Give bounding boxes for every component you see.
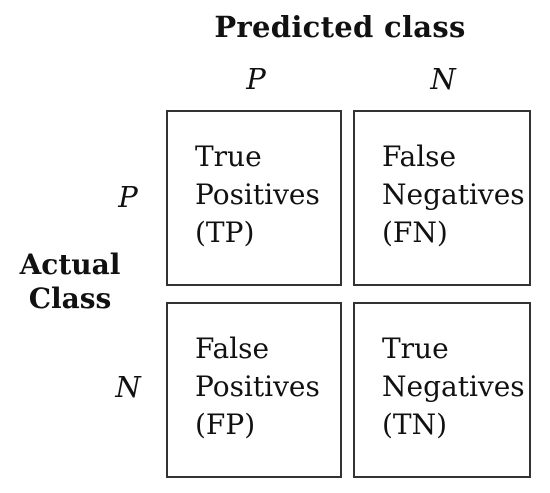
predicted-class-title: Predicted class: [214, 10, 466, 44]
actual-label-p: P: [118, 180, 138, 214]
cell-line2: Negatives: [382, 178, 525, 211]
cell-line1: False: [195, 332, 270, 365]
predicted-label-p: P: [246, 62, 266, 96]
cell-abbr: (FP): [195, 408, 256, 441]
actual-label-line2: Class: [28, 282, 112, 315]
cell-text-fp: False Positives (FP): [195, 330, 320, 444]
cell-line1: False: [382, 140, 457, 173]
cell-line2: Negatives: [382, 370, 525, 403]
cell-line1: True: [382, 332, 449, 365]
actual-label-n: N: [115, 370, 141, 404]
cell-abbr: (TN): [382, 408, 448, 441]
cell-false-negatives: False Negatives (FN): [353, 110, 531, 286]
cell-text-tp: True Positives (TP): [195, 138, 320, 252]
cell-true-positives: True Positives (TP): [166, 110, 342, 286]
cell-abbr: (TP): [195, 216, 255, 249]
cell-text-fn: False Negatives (FN): [382, 138, 525, 252]
predicted-label-n: N: [430, 62, 456, 96]
cell-line1: True: [195, 140, 262, 173]
actual-class-label: Actual Class: [0, 248, 140, 316]
cell-line2: Positives: [195, 370, 320, 403]
cell-text-tn: True Negatives (TN): [382, 330, 525, 444]
actual-label-line1: Actual: [19, 248, 121, 281]
cell-false-positives: False Positives (FP): [166, 302, 342, 478]
cell-line2: Positives: [195, 178, 320, 211]
cell-true-negatives: True Negatives (TN): [353, 302, 531, 478]
cell-abbr: (FN): [382, 216, 448, 249]
